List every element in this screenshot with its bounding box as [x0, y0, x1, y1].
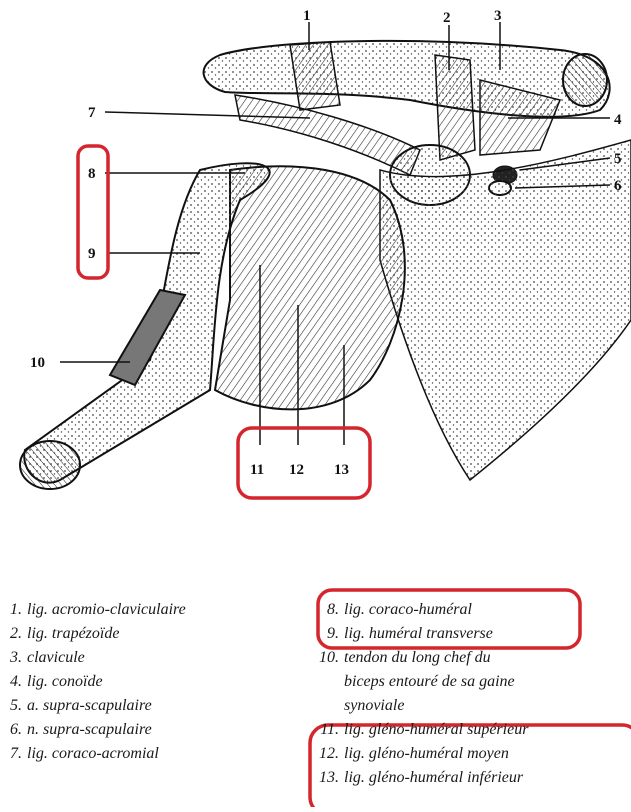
legend-item-12: 12.lig. gléno-huméral moyen — [305, 742, 528, 766]
figure-number-6: 6 — [614, 178, 622, 194]
figure-number-10: 10 — [30, 355, 45, 371]
legend-item-10-cont-1: biceps entouré de sa gaine — [305, 670, 528, 694]
trapezoid-ligament-shape — [435, 55, 475, 160]
figure-number-3: 3 — [494, 8, 502, 24]
humerus-shaft-end — [20, 441, 80, 489]
figure-number-5: 5 — [614, 151, 622, 167]
legend-item-10: 10.tendon du long chef du — [305, 646, 528, 670]
legend-item-2: 2.lig. trapézoïde — [0, 622, 186, 646]
legend-item-11: 11.lig. gléno-huméral supérieur — [305, 718, 528, 742]
joint-capsule-shape — [215, 166, 405, 409]
legend-item-3: 3.clavicule — [0, 646, 186, 670]
figure-number-2: 2 — [443, 10, 451, 26]
figure-number-1: 1 — [303, 8, 311, 24]
figure-number-8: 8 — [88, 166, 96, 182]
legend-item-6: 6.n. supra-scapulaire — [0, 718, 186, 742]
scapula-shape — [380, 140, 631, 480]
figure-number-9: 9 — [88, 246, 96, 262]
legend-item-10-cont-2: synoviale — [305, 694, 528, 718]
legend-left-column: 1.lig. acromio-claviculaire 2.lig. trapé… — [0, 598, 186, 766]
legend-item-4: 4.lig. conoïde — [0, 670, 186, 694]
clavicle-end — [563, 54, 607, 106]
figure-number-7: 7 — [88, 105, 96, 121]
legend-item-5: 5.a. supra-scapulaire — [0, 694, 186, 718]
legend-right-column: 8.lig. coraco-huméral 9.lig. huméral tra… — [305, 598, 528, 790]
legend-item-1: 1.lig. acromio-claviculaire — [0, 598, 186, 622]
figure-number-11: 11 — [250, 462, 264, 478]
figure-number-4: 4 — [614, 112, 622, 128]
legend-item-9: 9.lig. huméral transverse — [305, 622, 528, 646]
blank-bar — [95, 533, 578, 573]
legend-item-13: 13.lig. gléno-huméral inférieur — [305, 766, 528, 790]
legend-item-8: 8.lig. coraco-huméral — [305, 598, 528, 622]
legend-item-7: 7.lig. coraco-acromial — [0, 742, 186, 766]
figure-number-13: 13 — [334, 462, 349, 478]
figure-number-12: 12 — [289, 462, 304, 478]
